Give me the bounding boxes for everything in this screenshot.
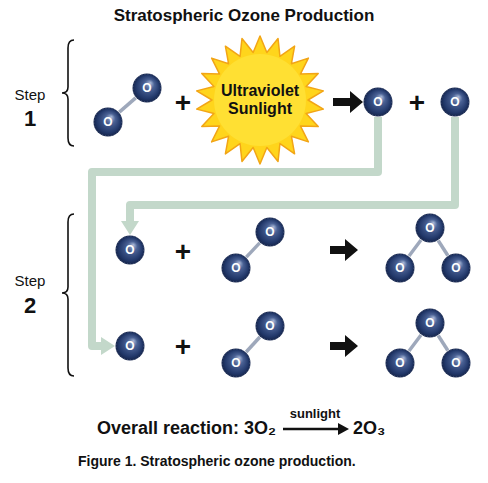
node-text: O xyxy=(425,222,434,234)
oxygen-atom: O xyxy=(93,107,123,137)
node-text: O xyxy=(142,82,151,94)
step-number: 2 xyxy=(24,294,36,318)
oxygen-atom: O xyxy=(115,331,145,361)
flow-arrow xyxy=(92,117,378,346)
node-text: O xyxy=(125,244,134,256)
node-text: O xyxy=(231,357,240,369)
node-text: O xyxy=(450,96,459,108)
oxygen-atom: O xyxy=(440,87,470,117)
oxygen-atom: O xyxy=(221,253,251,283)
oxygen-atom: O xyxy=(415,308,445,338)
node-text: O xyxy=(231,262,240,274)
bond-line xyxy=(409,240,421,256)
reaction-arrow xyxy=(333,91,363,113)
oxygen-atom: O xyxy=(255,217,285,247)
reaction-arrow xyxy=(330,239,358,261)
oxygen-atom: O xyxy=(115,235,145,265)
step-word: Step xyxy=(15,87,46,104)
plus-sign: + xyxy=(175,332,191,363)
overall-arrow xyxy=(283,428,339,431)
node-text: O xyxy=(395,357,404,369)
node-text: O xyxy=(425,317,434,329)
bond-line xyxy=(438,336,448,351)
bond-line xyxy=(409,335,421,351)
node-text: O xyxy=(265,320,274,332)
bond-line xyxy=(438,241,448,256)
overall-reaction: Overall reaction: 3O₂ xyxy=(97,419,276,439)
oxygen-atom: O xyxy=(415,213,445,243)
node-text: O xyxy=(125,340,134,352)
reaction-arrow xyxy=(330,335,358,357)
plus-sign: + xyxy=(175,237,191,268)
oxygen-atom: O xyxy=(385,253,415,283)
step-word: Step xyxy=(15,273,46,290)
bond-line xyxy=(246,337,260,352)
step-brace xyxy=(62,40,74,146)
node-text: O xyxy=(395,262,404,274)
oxygen-atom: O xyxy=(363,87,393,117)
plus-sign: + xyxy=(409,88,425,119)
oxygen-atom: O xyxy=(221,348,251,378)
node-text: O xyxy=(265,226,274,238)
bond-line xyxy=(246,243,259,257)
node-text: O xyxy=(451,262,460,274)
plus-sign: + xyxy=(175,88,191,119)
node-text: Ultraviolet Sunlight xyxy=(211,82,309,117)
figure-caption: Figure 1. Stratospheric ozone production… xyxy=(78,453,356,469)
oxygen-atom: O xyxy=(255,311,285,341)
oxygen-atom: O xyxy=(385,348,415,378)
step-brace xyxy=(62,214,74,376)
diagram-title: Stratospheric Ozone Production xyxy=(0,6,488,26)
oxygen-atom: O xyxy=(441,253,471,283)
product-formula: 2O₃ xyxy=(353,419,385,439)
sunlight-star: Ultraviolet Sunlight xyxy=(194,34,326,166)
overall-arrow-head xyxy=(338,423,349,435)
arrow-condition: sunlight xyxy=(290,407,341,421)
oxygen-atom: O xyxy=(441,348,471,378)
node-text: O xyxy=(451,357,460,369)
node-text: O xyxy=(103,116,112,128)
oxygen-atom: O xyxy=(132,73,162,103)
node-text: O xyxy=(373,96,382,108)
step-number: 1 xyxy=(24,107,36,131)
bond-line xyxy=(119,98,135,112)
